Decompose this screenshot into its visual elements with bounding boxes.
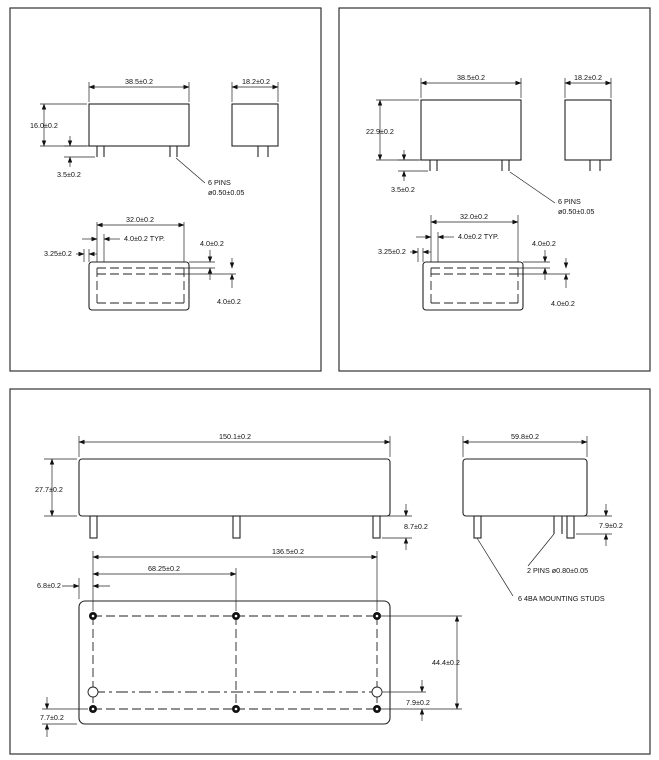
panel-c-front-studs (89, 515, 381, 539)
panel-c-pins-note: 2 PINS ø0.80±0.05 (527, 566, 588, 575)
panel-c-body-height: 27.7±0.2 (35, 485, 63, 494)
panel-b: 38.5±0.2 22.9±0.2 3.5±0.2 6 PINS ø0.50±0… (338, 7, 651, 372)
panel-c-side-body (462, 458, 588, 517)
panel-a-body-width: 18.2±0.2 (242, 77, 270, 86)
panel-c-side-studs (473, 515, 575, 539)
panel-b-pin-offset-typ: 4.0±0.2 TYP. (458, 232, 499, 241)
panel-b-front-pins (429, 160, 510, 171)
panel-b-row-spacing-bottom: 4.0±0.2 (551, 299, 575, 308)
panel-c-stud-row-spacing: 44.4±0.2 (432, 658, 460, 667)
panel-c-body-width: 59.8±0.2 (511, 432, 539, 441)
panel-c-stud-spacing-total: 136.5±0.2 (272, 547, 304, 556)
panel-b-frame (338, 7, 651, 372)
panel-a-pin-edge: 3.25±0.2 (44, 249, 72, 258)
panel-a-pin-spacing: 32.0±0.2 (126, 215, 154, 224)
panel-a: 38.5±0.2 16.0±0.2 3.5±0.2 6 PINS ø0.50±0… (9, 7, 322, 372)
panel-b-pin-spacing: 32.0±0.2 (460, 212, 488, 221)
panel-c-pin-holes (87, 686, 383, 698)
panel-a-front-pins (96, 146, 178, 157)
panel-b-front-body (420, 99, 522, 161)
panel-c-stud-edge-x: 6.8±0.2 (37, 581, 61, 590)
panel-b-row-spacing-top: 4.0±0.2 (532, 239, 556, 248)
panel-b-body-height: 22.9±0.2 (366, 127, 394, 136)
panel-b-side-body (564, 99, 612, 161)
panel-a-body-length: 38.5±0.2 (125, 77, 153, 86)
panel-c-pin-length: 7.9±0.2 (599, 521, 623, 530)
panel-c-studs-note: 6 4BA MOUNTING STUDS (518, 594, 605, 603)
panel-c-stud-edge-y: 7.7±0.2 (40, 713, 64, 722)
panel-c-stud-spacing-half: 68.25±0.2 (148, 564, 180, 573)
panel-a-pins-count: 6 PINS (208, 178, 231, 187)
panel-a-row-spacing-top: 4.0±0.2 (200, 239, 224, 248)
panel-b-pins-count: 6 PINS (558, 197, 581, 206)
panel-b-pin-edge: 3.25±0.2 (378, 247, 406, 256)
panel-a-frame (9, 7, 322, 372)
panel-a-body-height: 16.0±0.2 (30, 121, 58, 130)
panel-a-row-spacing-bottom: 4.0±0.2 (217, 297, 241, 306)
panel-b-side-pins (589, 160, 601, 171)
panel-b-pin-length: 3.5±0.2 (391, 185, 415, 194)
panel-a-front-body (88, 103, 190, 147)
panel-c-body-length: 150.1±0.2 (219, 432, 251, 441)
panel-c-frame (9, 388, 651, 755)
panel-a-pins-dia: ø0.50±0.05 (208, 188, 244, 197)
panel-c-stud-length: 8.7±0.2 (404, 522, 428, 531)
panel-a-side-pins (257, 146, 269, 157)
panel-a-pin-length: 3.5±0.2 (57, 170, 81, 179)
panel-c-plan-body (78, 600, 391, 725)
panel-c-pin-row-offset: 7.9±0.2 (406, 698, 430, 707)
panel-b-body-length: 38.5±0.2 (457, 73, 485, 82)
panel-b-pins-dia: ø0.50±0.05 (558, 207, 594, 216)
panel-c-front-body (78, 458, 391, 517)
panel-a-pin-offset-typ: 4.0±0.2 TYP. (124, 234, 165, 243)
panel-c: 150.1±0.2 27.7±0.2 8.7±0.2 59.8±0.2 7.9±… (9, 388, 651, 755)
panel-c-side-pins (553, 516, 563, 534)
panel-b-body-width: 18.2±0.2 (574, 73, 602, 82)
panel-a-side-body (231, 103, 279, 147)
panel-c-stud-holes (89, 612, 381, 713)
